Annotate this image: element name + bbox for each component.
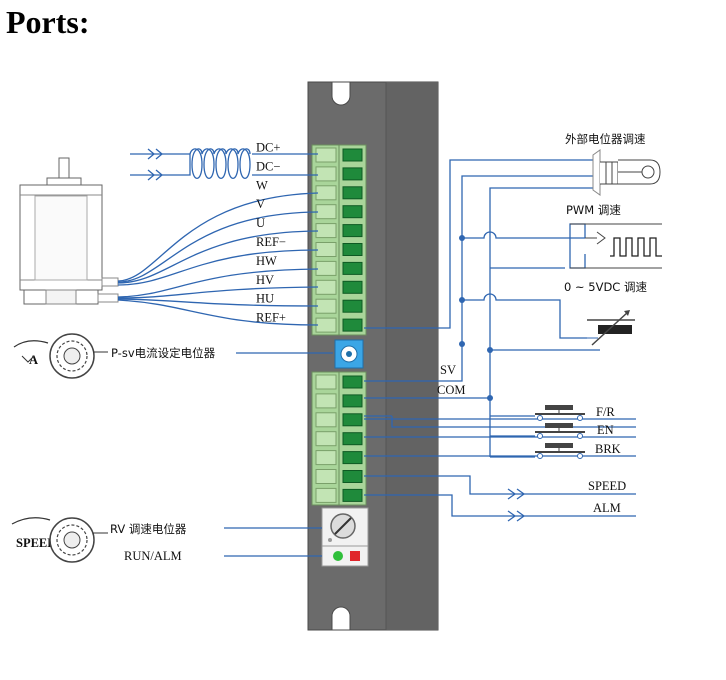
pwm-signal-box — [569, 223, 662, 269]
terminal-pin — [315, 469, 363, 484]
terminal-label: DC− — [256, 159, 280, 173]
left-terminal-labels: DC+ DC− WVU REF− HW HV HU REF+ — [256, 141, 286, 325]
speed-label: SPEED — [588, 479, 626, 493]
terminal-label: W — [256, 178, 268, 192]
led-panel — [321, 545, 369, 567]
current-potentiometer[interactable] — [334, 339, 364, 369]
alm-led — [350, 551, 360, 561]
terminal-pin — [315, 242, 363, 257]
upper-terminal-pins — [315, 147, 363, 333]
external-potentiometer-icon — [592, 149, 661, 196]
terminal-pin — [315, 393, 363, 409]
brk-label: BRK — [595, 442, 621, 456]
pwm-label: PWM 调速 — [566, 203, 621, 217]
motor-icon — [19, 157, 119, 305]
page-title: Ports: — [6, 4, 90, 40]
motor-lead-wires — [117, 192, 319, 326]
external-pot-label: 外部电位器调速 — [565, 132, 646, 146]
terminal-pin — [315, 412, 363, 428]
run-led — [333, 551, 343, 561]
switch-fr — [535, 405, 585, 421]
terminal-pin — [315, 279, 363, 295]
terminal-pin — [315, 166, 363, 182]
terminal-pin — [315, 185, 363, 201]
terminal-pin — [315, 204, 363, 220]
terminal-pin — [315, 223, 363, 239]
terminal-pin — [315, 431, 363, 447]
run-alm-label: RUN/ALM — [124, 549, 182, 563]
sv-label: SV — [440, 363, 456, 377]
terminal-label: DC+ — [256, 141, 280, 155]
terminal-label: HV — [256, 273, 274, 287]
terminal-pin — [315, 374, 363, 390]
terminal-label: HW — [256, 254, 277, 268]
knob-a-letter: A — [29, 353, 38, 367]
switch-brk — [535, 443, 585, 459]
current-knob-icon: A — [13, 333, 108, 379]
rv-pot-label: RV 调速电位器 — [110, 522, 187, 536]
terminal-pin — [315, 298, 363, 314]
fr-label: F/R — [596, 405, 615, 419]
terminal-pin — [315, 260, 363, 276]
terminal-label: V — [256, 197, 265, 211]
lower-terminal-pins — [315, 374, 363, 503]
power-cable — [130, 148, 318, 181]
knob-speed-text: SPEED — [16, 536, 56, 550]
terminal-label: REF− — [256, 235, 286, 249]
terminal-pin — [315, 147, 363, 163]
terminal-pin — [315, 487, 363, 503]
terminal-label: REF+ — [256, 311, 286, 325]
speed-knob-icon: SPEED — [11, 517, 108, 563]
terminal-pin — [315, 450, 363, 466]
vdc-label: 0 ~ 5VDC 调速 — [564, 280, 647, 294]
en-label: EN — [597, 423, 614, 437]
terminal-label: U — [256, 216, 265, 230]
switch-en — [535, 423, 585, 439]
terminal-label: HU — [256, 292, 274, 306]
rv-potentiometer[interactable] — [321, 507, 369, 547]
com-label: COM — [437, 383, 465, 397]
vdc-source-icon — [587, 310, 635, 346]
current-pot-label: P-sv电流设定电位器 — [111, 346, 216, 360]
alm-label: ALM — [593, 501, 621, 515]
